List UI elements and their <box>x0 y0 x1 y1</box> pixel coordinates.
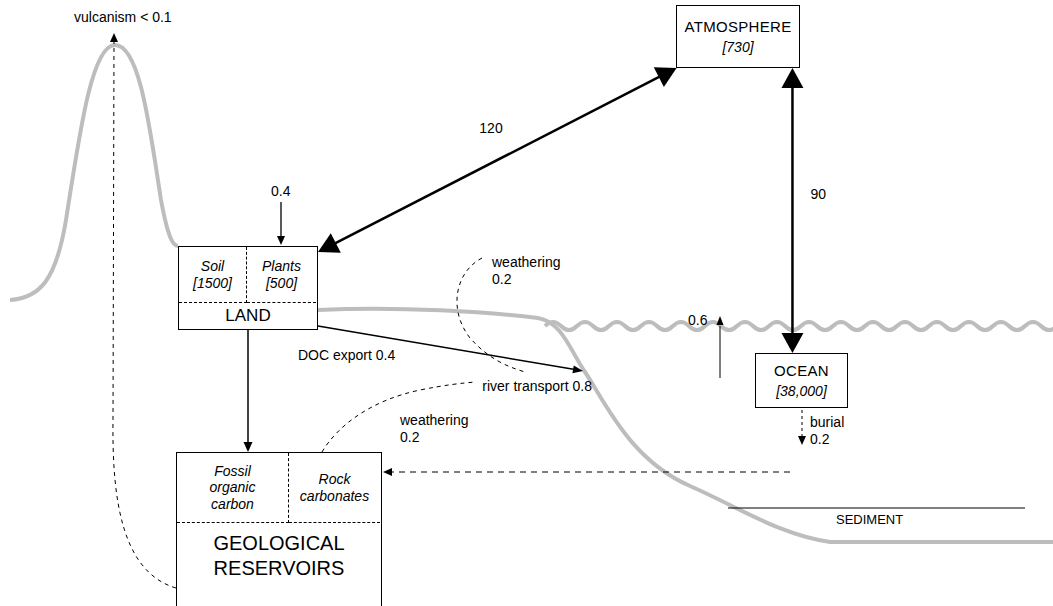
flux-label: 0.6 <box>688 312 707 329</box>
pool-section: Soil[1500] <box>179 247 247 303</box>
weathering-flow <box>322 382 476 452</box>
node-label: [500] <box>266 275 297 291</box>
connector-line <box>329 73 666 246</box>
sediment-flow <box>392 472 790 473</box>
node-label: GEOLOGICAL RESERVOIRS <box>177 531 381 581</box>
flux-label: weathering 0.2 <box>400 412 476 446</box>
flux-connector <box>781 68 803 353</box>
flux-connector <box>318 67 677 252</box>
node-label: [38,000] <box>776 383 827 399</box>
arrow-head <box>383 468 392 476</box>
input-arrow <box>280 202 281 237</box>
flux-connector <box>244 330 253 452</box>
flux-value: 120 <box>477 120 504 137</box>
arrow-head <box>572 365 583 373</box>
flux-label: weathering 0.2 <box>492 254 568 288</box>
reservoir-box: ATMOSPHERE [730] <box>676 5 801 68</box>
weathering-flow <box>457 258 525 372</box>
arrow-head <box>277 236 285 245</box>
sediment-line <box>728 507 1025 508</box>
node-label: ATMOSPHERE <box>685 18 792 35</box>
flux-label: DOC export 0.4 <box>298 347 395 364</box>
vulcanism-flow <box>113 42 176 588</box>
arrow-head <box>717 316 724 325</box>
sea-surface <box>545 322 1053 330</box>
volcano-outline <box>10 45 178 300</box>
node-label: Soil <box>201 258 224 274</box>
node-label: Rock carbonates <box>292 471 377 503</box>
arrow-head <box>781 68 803 88</box>
flux-label: vulcanism < 0.1 <box>74 9 172 26</box>
connector-line <box>791 80 794 341</box>
arrow-head <box>798 436 806 445</box>
pool-section: Rock carbonates <box>289 453 380 523</box>
outgassing-arrow <box>720 326 721 378</box>
node-label: Fossil organic carbon <box>195 463 270 511</box>
coast-seabed <box>318 309 1053 542</box>
reservoir-box: LANDSoil[1500]Plants[500] <box>178 246 318 330</box>
node-label: [1500] <box>193 275 232 291</box>
flux-value: 90 <box>808 186 828 203</box>
arrow-head <box>654 67 677 87</box>
node-label: OCEAN <box>774 362 829 379</box>
arrow-head <box>244 442 253 452</box>
connector-line <box>247 330 249 446</box>
flux-label: SEDIMENT <box>836 512 903 528</box>
arrow-head <box>110 33 118 42</box>
arrow-head <box>781 333 803 353</box>
flux-label: burial 0.2 <box>810 414 860 448</box>
reservoir-box: OCEAN [38,000] <box>755 353 848 408</box>
pool-section: Fossil organic carbon <box>177 453 289 523</box>
node-label: Plants <box>262 258 301 274</box>
flux-label: river transport 0.8 <box>482 378 592 395</box>
reservoir-box: GEOLOGICAL RESERVOIRS Fossil organic carb… <box>176 452 382 606</box>
node-label: [730] <box>722 39 753 55</box>
burial-flow <box>802 410 803 437</box>
node-label: LAND <box>179 303 317 328</box>
pool-section: Plants[500] <box>247 247 316 303</box>
flux-label: 0.4 <box>271 183 290 200</box>
arrow-head <box>318 233 341 253</box>
